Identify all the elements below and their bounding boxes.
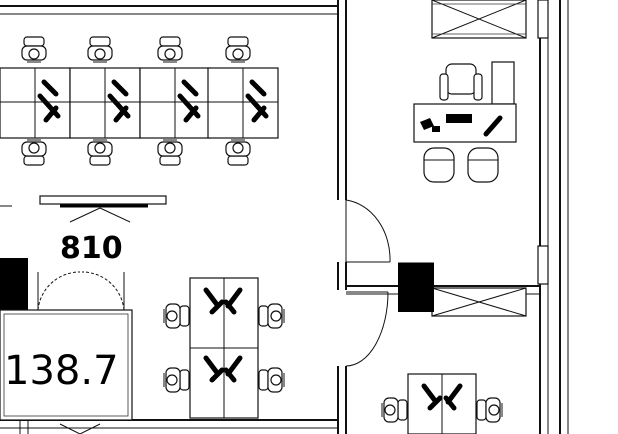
column — [0, 258, 28, 310]
bottom-left-details — [19, 420, 101, 434]
workstation-cluster-bottom — [163, 277, 285, 419]
manager-desk — [413, 61, 517, 183]
column — [398, 262, 434, 312]
area-value: 138.7 — [4, 348, 119, 394]
area-box — [0, 309, 133, 421]
corridor-doors — [345, 199, 391, 367]
workstation-cluster-bottom-right — [381, 373, 503, 434]
workstation-cluster-top — [0, 36, 278, 166]
cabinet-mid-right — [398, 261, 527, 317]
walls — [0, 0, 569, 434]
room-810-door — [37, 271, 125, 311]
room-door-symbol — [39, 195, 167, 223]
room-number: 810 — [60, 231, 123, 266]
cabinet-top-right — [431, 0, 527, 39]
